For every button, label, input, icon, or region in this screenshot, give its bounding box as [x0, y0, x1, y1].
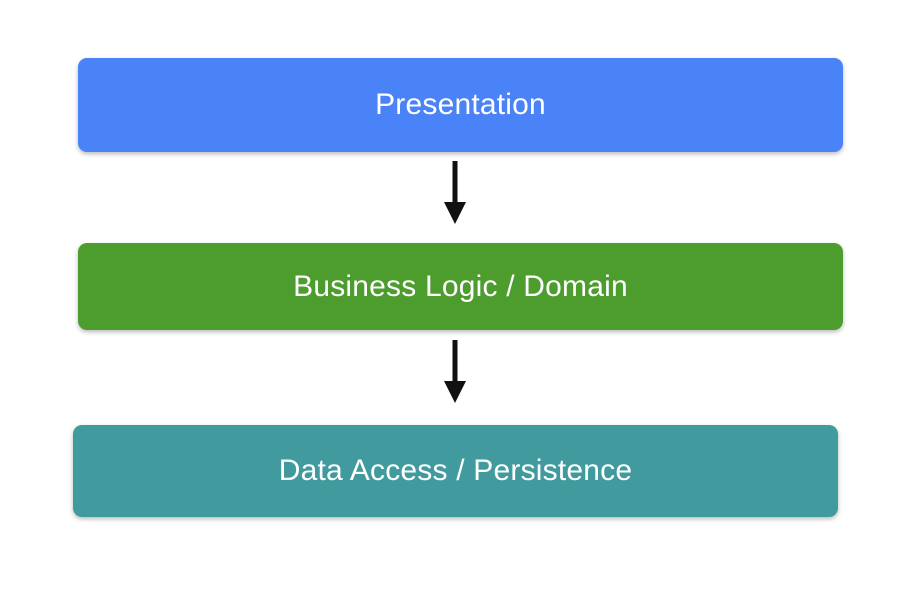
- layer-label-business-logic: Business Logic / Domain: [293, 269, 628, 303]
- arrow-down-icon-business-to-data: [444, 340, 466, 403]
- layer-box-business-logic[interactable]: Business Logic / Domain: [78, 243, 843, 330]
- layer-label-presentation: Presentation: [375, 88, 546, 121]
- layer-box-presentation[interactable]: Presentation: [78, 58, 843, 152]
- layer-label-data-access: Data Access / Persistence: [278, 454, 633, 487]
- layer-box-data-access[interactable]: Data Access / Persistence: [73, 425, 838, 517]
- arrow-down-icon-presentation-to-business: [444, 161, 466, 224]
